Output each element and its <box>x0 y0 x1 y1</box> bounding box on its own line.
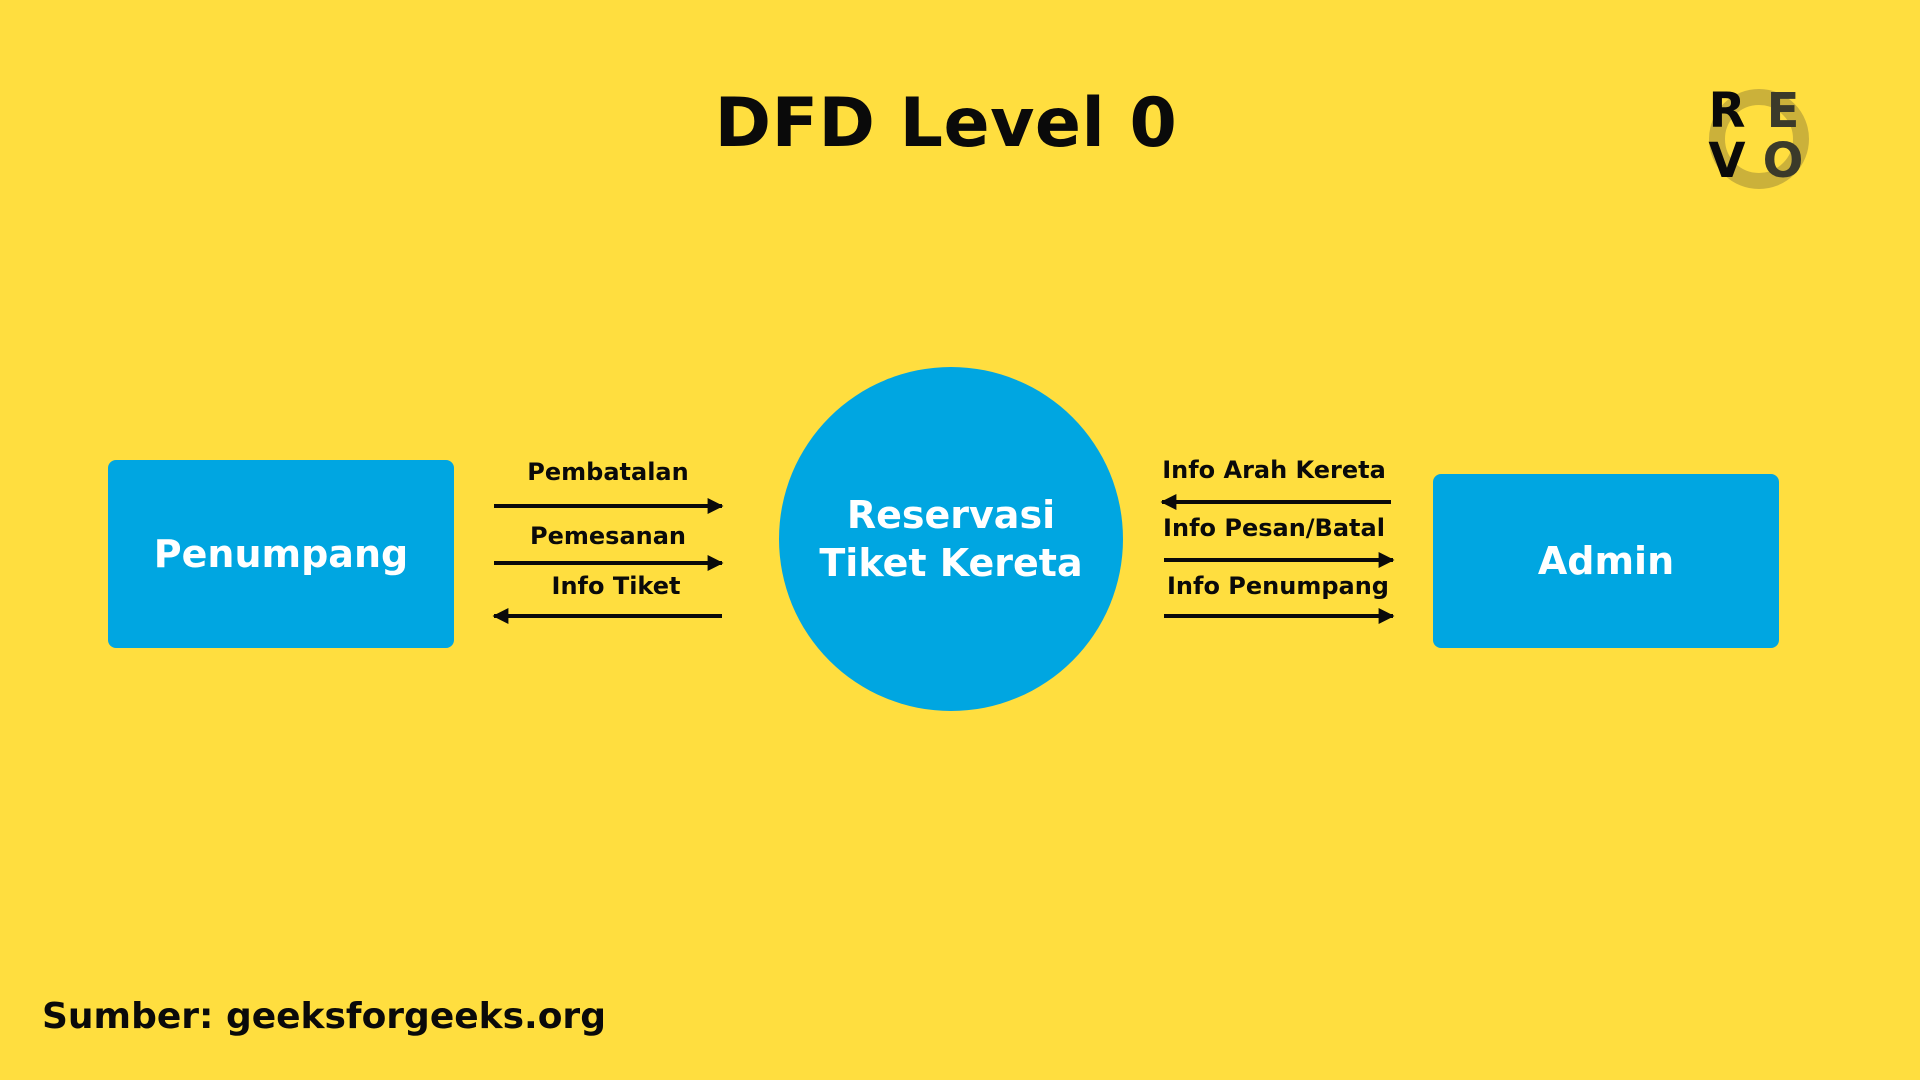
flow-label-pembatalan: Pembatalan <box>527 458 689 486</box>
logo-letter-v: V <box>1708 133 1746 189</box>
process-label-line2: Tiket Kereta <box>819 541 1083 585</box>
flow-label-info-tiket: Info Tiket <box>551 572 681 600</box>
logo-letter-e: E <box>1766 83 1800 139</box>
flow-label-info-pesan-batal: Info Pesan/Batal <box>1163 514 1385 542</box>
source-credit: Sumber: geeksforgeeks.org <box>42 996 606 1037</box>
flow-label-pemesanan: Pemesanan <box>530 522 686 550</box>
flow-label-info-penumpang: Info Penumpang <box>1167 572 1389 600</box>
logo-letter-o: O <box>1762 133 1804 189</box>
logo-ring-icon <box>1709 89 1809 189</box>
flow-label-info-arah-kereta: Info Arah Kereta <box>1162 456 1386 484</box>
page-title: DFD Level 0 <box>714 84 1178 163</box>
entity-penumpang: Penumpang <box>108 460 454 648</box>
process-reservasi-tiket-kereta: Reservasi Tiket Kereta <box>779 367 1123 711</box>
process-label-line1: Reservasi <box>846 493 1056 537</box>
entity-penumpang-label: Penumpang <box>153 532 409 576</box>
revo-logo: R E V O <box>1700 72 1820 192</box>
entity-admin-label: Admin <box>1537 539 1675 583</box>
logo-letter-r: R <box>1708 83 1746 139</box>
entity-admin: Admin <box>1433 474 1779 648</box>
